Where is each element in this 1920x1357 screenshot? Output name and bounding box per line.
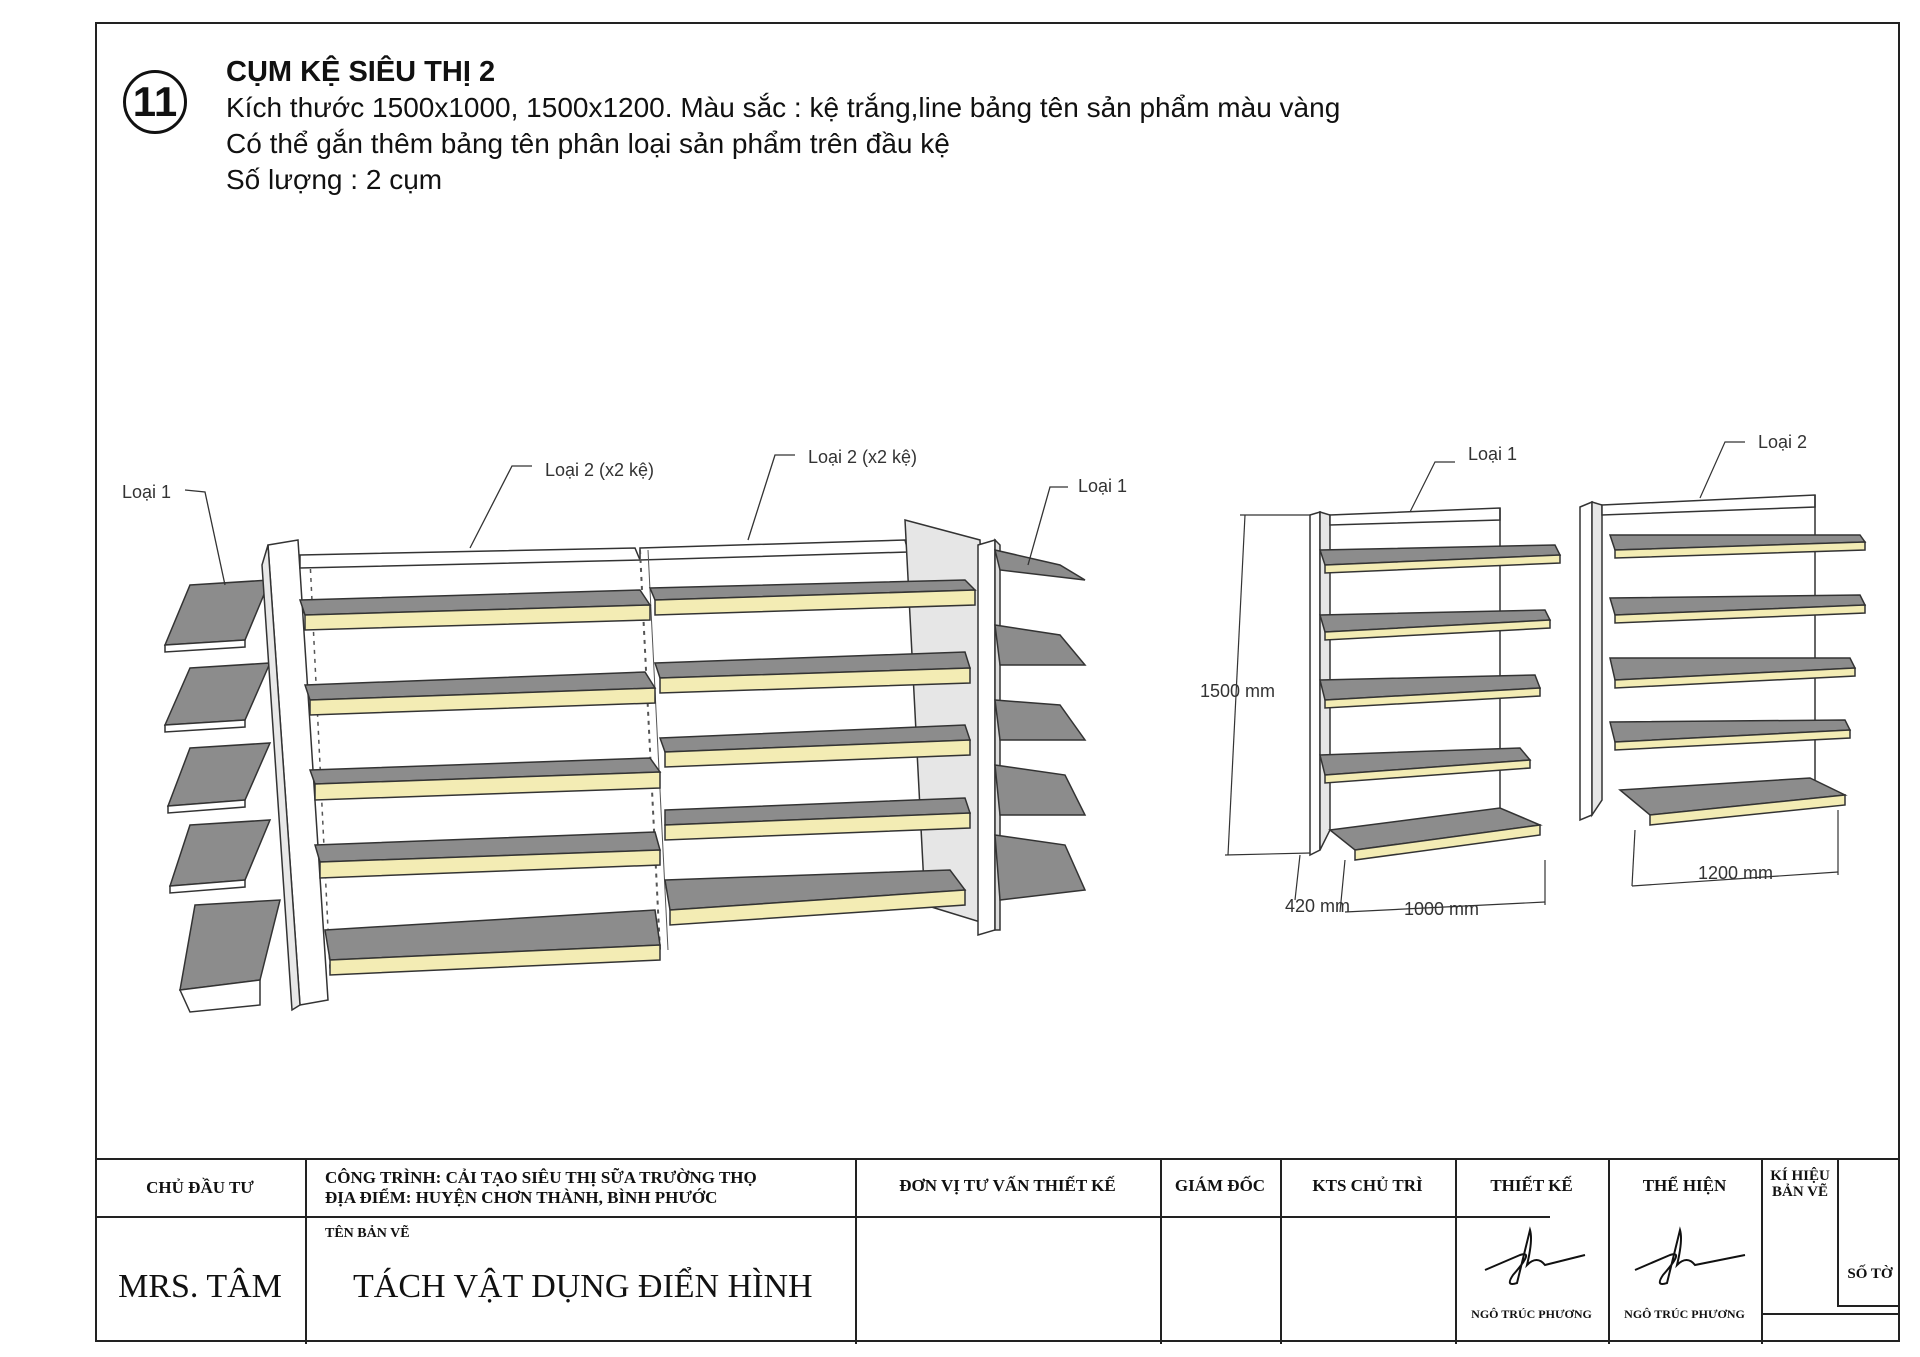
architect-label: KTS CHỦ TRÌ [1312,1176,1423,1195]
label-left-type1: Loại 1 [122,482,171,502]
shelving-drawing: Loại 1 Loại 2 (x2 kệ) Loại 2 (x2 kệ) Loạ… [122,432,1867,1013]
sheet-header: CỤM KỆ SIÊU THỊ 2 Kích thước 1500x1000, … [226,54,1340,198]
dim-height: 1500 mm [1200,681,1275,701]
consultant-label: ĐƠN VỊ TƯ VẤN THIẾT KẾ [899,1176,1116,1195]
right-end-upright [977,538,1001,937]
dim-depth: 420 mm [1285,896,1350,916]
location-line: ĐỊA ĐIỂM: HUYỆN CHƠN THÀNH, BÌNH PHƯỚC [325,1188,718,1207]
director-label: GIÁM ĐỐC [1174,1176,1266,1195]
title-block: CHỦ ĐẦU TƯ MRS. TÂM CÔNG TRÌNH: CẢI TẠO … [95,1158,1900,1344]
leader-lines [184,454,1068,586]
designer-name: NGÔ TRÚC PHƯƠNG [1471,1307,1592,1321]
label-single-type1: Loại 1 [1468,444,1517,464]
label-single-type2: Loại 2 [1758,432,1807,452]
left-end-shelves [163,579,281,1013]
designer-signature [1484,1226,1586,1285]
shelf-cluster [163,454,1087,1013]
drawing-name-label: TÊN BẢN VẼ [325,1226,410,1241]
sign-code-label: KÍ HIỆU BẢN VẼ [1770,1168,1830,1200]
drawing-frame [95,22,1900,1342]
sheet-number-badge: 11 [123,70,187,134]
drafter-signature [1634,1226,1746,1285]
dim-width-1200: 1200 mm [1698,863,1773,883]
right-end-shelves [993,548,1087,901]
main-shelves [298,579,977,976]
owner-value: MRS. TÂM [118,1268,282,1305]
sheet-no-label: SỐ TỜ [1847,1266,1893,1282]
owner-label: CHỦ ĐẦU TƯ [146,1178,254,1197]
sheet-number: 11 [132,78,178,125]
label-left-type2-b: Loại 2 (x2 kệ) [808,447,917,467]
drawing-name-value: TÁCH VẬT DỤNG ĐIỂN HÌNH [353,1268,813,1305]
drafter-name: NGÔ TRÚC PHƯƠNG [1624,1307,1745,1321]
sheet-title: CỤM KỆ SIÊU THỊ 2 [226,56,496,88]
sheet-line-1: Kích thước 1500x1000, 1500x1200. Màu sắc… [226,92,1341,123]
drawing-labels: Loại 1 Loại 2 (x2 kệ) Loại 2 (x2 kệ) Loạ… [122,432,1807,919]
sheet-line-2: Có thể gắn thêm bảng tên phân loại sản p… [226,128,950,159]
design-label: THIẾT KẾ [1490,1176,1573,1195]
left-end-upright [261,539,331,1012]
sheet-line-3: Số lượng : 2 cụm [226,164,443,195]
dim-width-1000: 1000 mm [1404,899,1479,919]
project-line: CÔNG TRÌNH: CẢI TẠO SIÊU THỊ SỮA TRƯỜNG … [325,1168,757,1187]
single-shelf-type2 [1579,494,1867,826]
dimension-lines [1224,441,1839,913]
drafter-label: THỂ HIỆN [1642,1176,1727,1195]
single-shelf-type1 [1309,507,1562,861]
label-cluster-right-type1: Loại 1 [1078,476,1127,496]
label-left-type2-a: Loại 2 (x2 kệ) [545,460,654,480]
